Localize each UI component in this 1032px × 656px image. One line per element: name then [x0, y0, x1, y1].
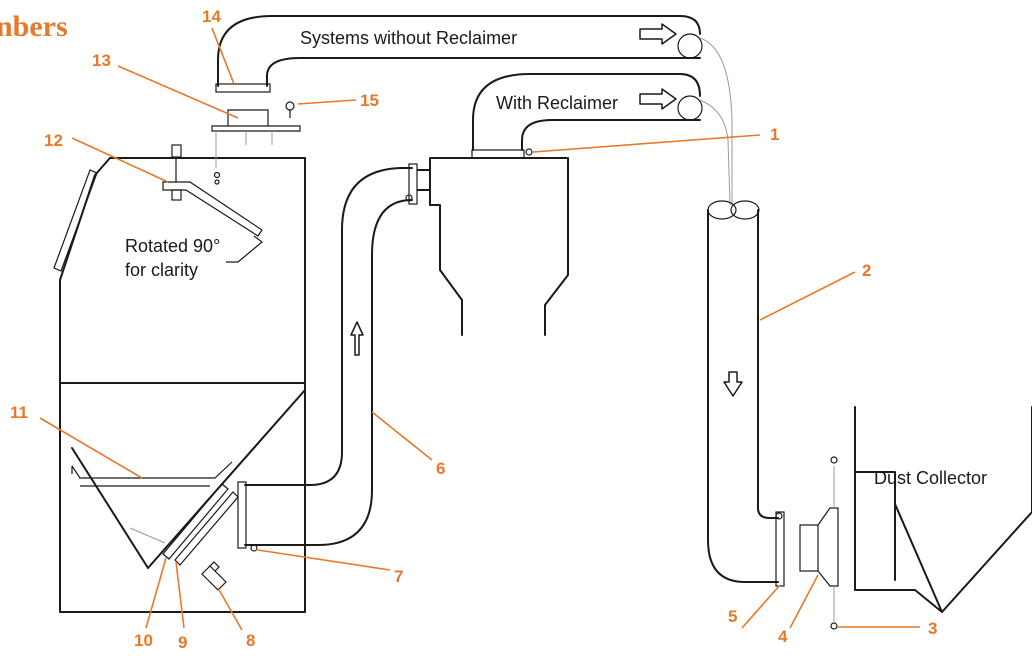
callout-4: 4: [778, 627, 788, 646]
flow-down-arrow-icon: [723, 371, 743, 397]
hose-cuff-upper: [408, 163, 418, 205]
callout-11: 11: [10, 403, 28, 422]
top-mount-plate: [211, 109, 301, 185]
screw-top-icon: [830, 456, 838, 464]
callout-13: 13: [92, 51, 111, 70]
header-title: nbers: [0, 10, 68, 43]
callout-8: 8: [246, 631, 255, 650]
dust-collector: [854, 406, 1032, 613]
hose-without-reclaimer: [215, 15, 703, 93]
label-with-reclaimer: With Reclaimer: [496, 93, 618, 113]
flow-up-arrow-icon: [350, 321, 364, 356]
callout-15: 15: [360, 91, 379, 110]
reclaimer-inlet-cuff: [471, 149, 525, 159]
hose-cuff-collector: [775, 511, 785, 587]
baffle: [71, 461, 233, 487]
hose-cabinet-to-reclaimer: [237, 163, 418, 552]
hose-cuff-lower: [237, 481, 247, 549]
hose-cuff-top: [215, 83, 271, 93]
callout-7: 7: [394, 567, 403, 586]
leader-lines: [39, 27, 920, 631]
bolt-icon: [201, 561, 227, 591]
callout-12: 12: [44, 131, 63, 150]
label-dust-collector: Dust Collector: [874, 468, 987, 488]
callout-1: 1: [770, 125, 779, 144]
callout-9: 9: [178, 633, 187, 652]
blast-cabinet: [53, 101, 306, 613]
flow-right-arrow-icon: [639, 23, 677, 45]
reclaimer: [417, 148, 569, 336]
callout-14: 14: [202, 7, 221, 26]
label-rotated-line2: for clarity: [125, 260, 198, 280]
hose-to-dust-collector: [707, 200, 785, 587]
label-rotated-line1: Rotated 90°: [125, 236, 220, 256]
label-systems-without-reclaimer: Systems without Reclaimer: [300, 28, 517, 48]
callout-5: 5: [728, 607, 737, 626]
callout-3: 3: [928, 619, 937, 638]
callout-2: 2: [862, 261, 871, 280]
screw-icon: [285, 101, 295, 118]
door-bracket: [162, 144, 263, 263]
callout-10: 10: [134, 631, 153, 650]
inlet-adapter: [799, 456, 839, 630]
cabinet-window: [53, 169, 98, 272]
hose-with-reclaimer: [472, 73, 703, 151]
callout-6: 6: [436, 459, 445, 478]
flow-right-arrow-icon-2: [639, 88, 677, 110]
flange-plate: [162, 483, 229, 560]
screw-bottom-icon: [830, 622, 838, 630]
